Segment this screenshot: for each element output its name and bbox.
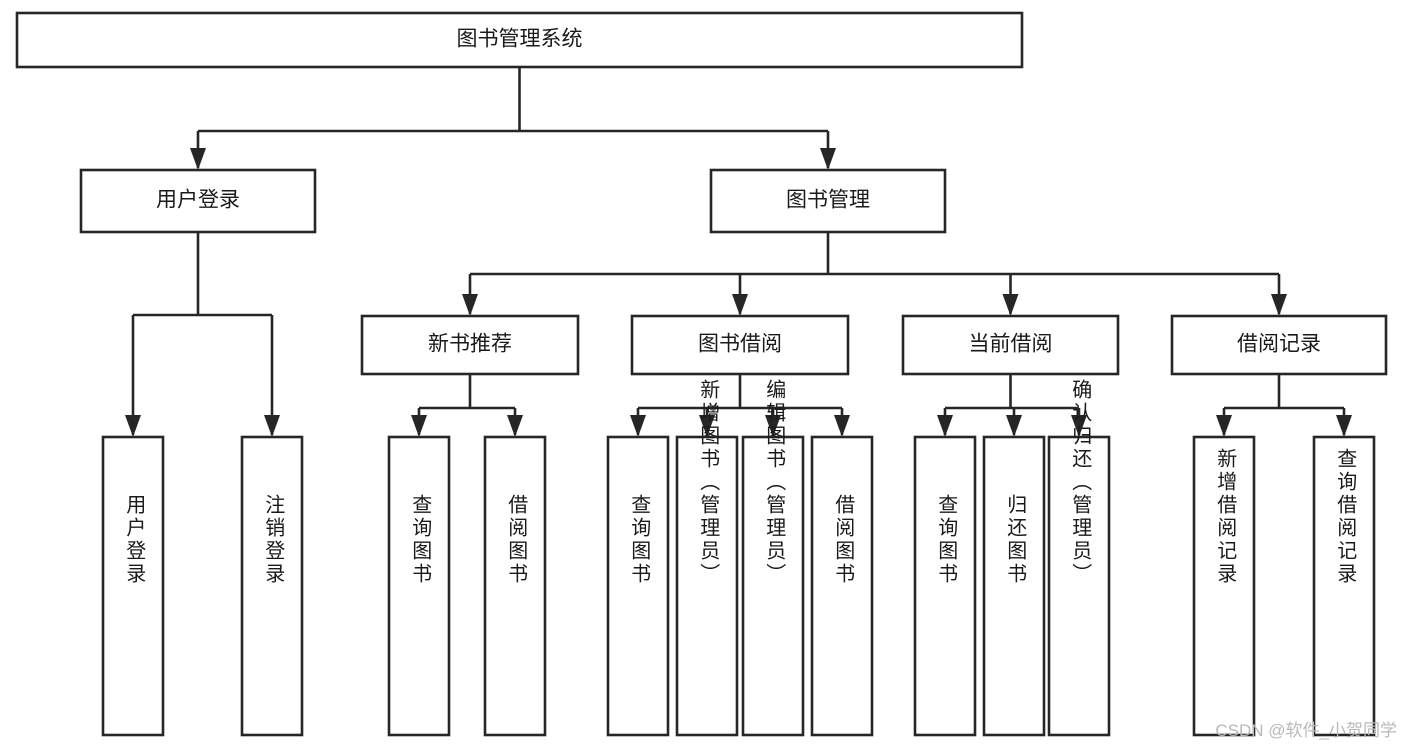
arrow-head-icon [732, 294, 748, 316]
arrow-head-icon [699, 415, 715, 437]
node-box-leaf-query-borrow-record [1312, 435, 1376, 737]
node-current-borrow[interactable]: 当前借阅 [901, 314, 1120, 376]
node-label-leaf-logout: 注销登录 [262, 494, 285, 586]
node-label-book-borrow: 图书借阅 [698, 333, 782, 356]
node-leaf-return-book[interactable]: 归还图书 [982, 435, 1046, 737]
node-leaf-confirm-return-admin[interactable]: 确认归还（管理员） [1047, 379, 1111, 737]
node-box-leaf-confirm-return-admin [1047, 435, 1111, 737]
node-label-new-book-recommend: 新书推荐 [428, 333, 512, 356]
node-box-leaf-borrow-book [810, 435, 874, 737]
node-box-book-management [709, 168, 947, 234]
arrow-head-icon [1271, 294, 1287, 316]
node-label-leaf-borrow-book-rec: 借阅图书 [505, 494, 528, 586]
node-user-login[interactable]: 用户登录 [79, 168, 317, 234]
node-label-user-login: 用户登录 [156, 189, 240, 212]
arrow-head-icon [264, 415, 280, 437]
node-box-current-borrow [901, 314, 1120, 376]
connector-layer [125, 67, 1352, 437]
node-label-book-management: 图书管理 [786, 189, 870, 212]
node-leaf-add-borrow-record[interactable]: 新增借阅记录 [1192, 435, 1256, 737]
arrow-head-icon [462, 294, 478, 316]
node-borrow-records[interactable]: 借阅记录 [1170, 314, 1388, 376]
node-label-leaf-query-book-rec: 查询图书 [409, 494, 432, 586]
node-label-leaf-add-borrow-record: 新增借阅记录 [1214, 448, 1237, 586]
node-leaf-edit-book-admin[interactable]: 编辑图书（管理员） [741, 379, 805, 737]
arrow-head-icon [937, 415, 953, 437]
node-label-leaf-edit-book-admin: 编辑图书（管理员） [763, 379, 786, 586]
node-book-borrow[interactable]: 图书借阅 [630, 314, 850, 376]
arrow-head-icon [1006, 415, 1022, 437]
node-box-leaf-borrow-book-rec [483, 435, 547, 737]
node-box-leaf-query-book-rec [387, 435, 451, 737]
node-label-current-borrow: 当前借阅 [969, 333, 1053, 356]
node-label-root: 图书管理系统 [457, 28, 583, 51]
node-label-leaf-add-book-admin: 新增图书（管理员） [697, 379, 720, 586]
node-box-leaf-add-borrow-record [1192, 435, 1256, 737]
node-leaf-query-book-borrow[interactable]: 查询图书 [606, 435, 670, 737]
node-label-borrow-records: 借阅记录 [1237, 333, 1321, 356]
node-leaf-borrow-book[interactable]: 借阅图书 [810, 435, 874, 737]
node-leaf-query-book-rec[interactable]: 查询图书 [387, 435, 451, 737]
node-box-leaf-query-book-borrow [606, 435, 670, 737]
arrow-head-icon [834, 415, 850, 437]
node-label-leaf-query-book-current: 查询图书 [935, 494, 958, 586]
node-box-root [15, 11, 1024, 69]
node-label-leaf-return-book: 归还图书 [1004, 494, 1027, 586]
node-box-borrow-records [1170, 314, 1388, 376]
node-box-leaf-return-book [982, 435, 1046, 737]
arrow-head-icon [190, 148, 206, 170]
node-leaf-add-book-admin[interactable]: 新增图书（管理员） [675, 379, 739, 737]
node-box-user-login [79, 168, 317, 234]
node-box-leaf-query-book-current [913, 435, 977, 737]
arrow-head-icon [507, 415, 523, 437]
node-leaf-query-book-current[interactable]: 查询图书 [913, 435, 977, 737]
node-layer: 图书管理系统用户登录图书管理新书推荐图书借阅当前借阅借阅记录用户登录注销登录查询… [15, 11, 1388, 737]
node-leaf-user-login[interactable]: 用户登录 [101, 435, 165, 737]
node-label-leaf-query-borrow-record: 查询借阅记录 [1334, 448, 1357, 586]
arrow-head-icon [820, 148, 836, 170]
node-box-leaf-add-book-admin [675, 435, 739, 737]
node-book-management[interactable]: 图书管理 [709, 168, 947, 234]
arrow-head-icon [125, 415, 141, 437]
arrow-head-icon [411, 415, 427, 437]
node-box-leaf-user-login [101, 435, 165, 737]
node-box-book-borrow [630, 314, 850, 376]
node-box-leaf-logout [240, 435, 304, 737]
node-leaf-logout[interactable]: 注销登录 [240, 435, 304, 737]
node-label-leaf-confirm-return-admin: 确认归还（管理员） [1069, 379, 1092, 586]
node-box-leaf-edit-book-admin [741, 435, 805, 737]
node-label-leaf-user-login: 用户登录 [123, 494, 146, 586]
arrow-head-icon [1216, 415, 1232, 437]
node-new-book-recommend[interactable]: 新书推荐 [360, 314, 580, 376]
arrow-head-icon [1002, 294, 1019, 316]
node-leaf-query-borrow-record[interactable]: 查询借阅记录 [1312, 435, 1376, 737]
node-label-leaf-borrow-book: 借阅图书 [832, 494, 855, 586]
arrow-head-icon [1071, 415, 1087, 437]
arrow-head-icon [630, 415, 646, 437]
node-box-new-book-recommend [360, 314, 580, 376]
node-label-leaf-query-book-borrow: 查询图书 [628, 494, 651, 586]
node-root[interactable]: 图书管理系统 [15, 11, 1024, 69]
arrow-head-icon [1336, 415, 1352, 437]
arrow-head-icon [765, 415, 781, 437]
csdn-watermark: CSDN @软件_小贺同学 [1215, 721, 1397, 740]
node-leaf-borrow-book-rec[interactable]: 借阅图书 [483, 435, 547, 737]
